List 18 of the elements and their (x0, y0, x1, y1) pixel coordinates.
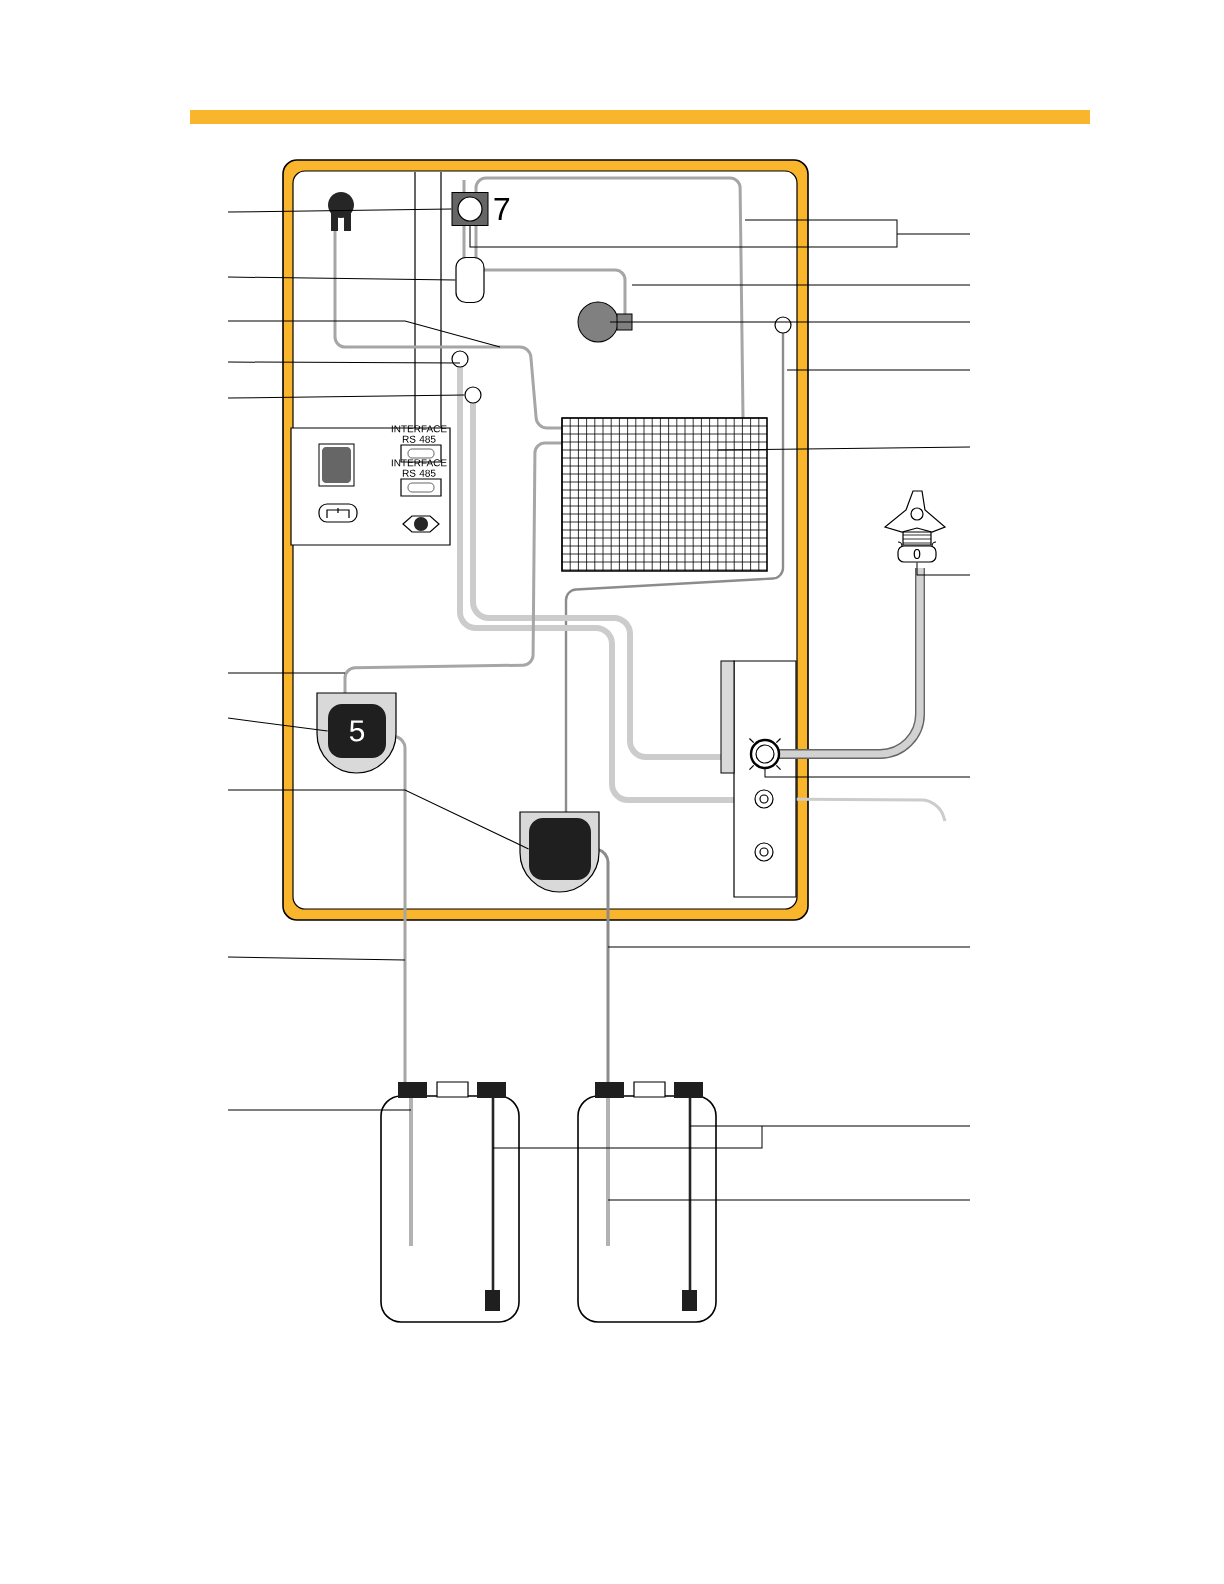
vessel (455, 256, 485, 304)
pump-head (529, 818, 591, 880)
leader-line (227, 394, 465, 399)
pump-head: 5 (328, 704, 386, 758)
leader-line (469, 219, 971, 248)
leader-line (227, 208, 452, 213)
leader-line (227, 276, 456, 281)
hose-nut (749, 738, 781, 770)
leader-line (764, 768, 971, 778)
leader-line (916, 562, 971, 576)
leader-line (227, 789, 530, 850)
port-label: INTERFACE RS 485 (391, 425, 447, 443)
port-label: INTERFACE RS 485 (391, 459, 447, 477)
port-circle (464, 386, 482, 404)
valve-collar: 0 (897, 545, 937, 563)
valve: 7 (451, 192, 510, 226)
node-label: 7 (494, 197, 510, 221)
leader-line (227, 717, 329, 732)
